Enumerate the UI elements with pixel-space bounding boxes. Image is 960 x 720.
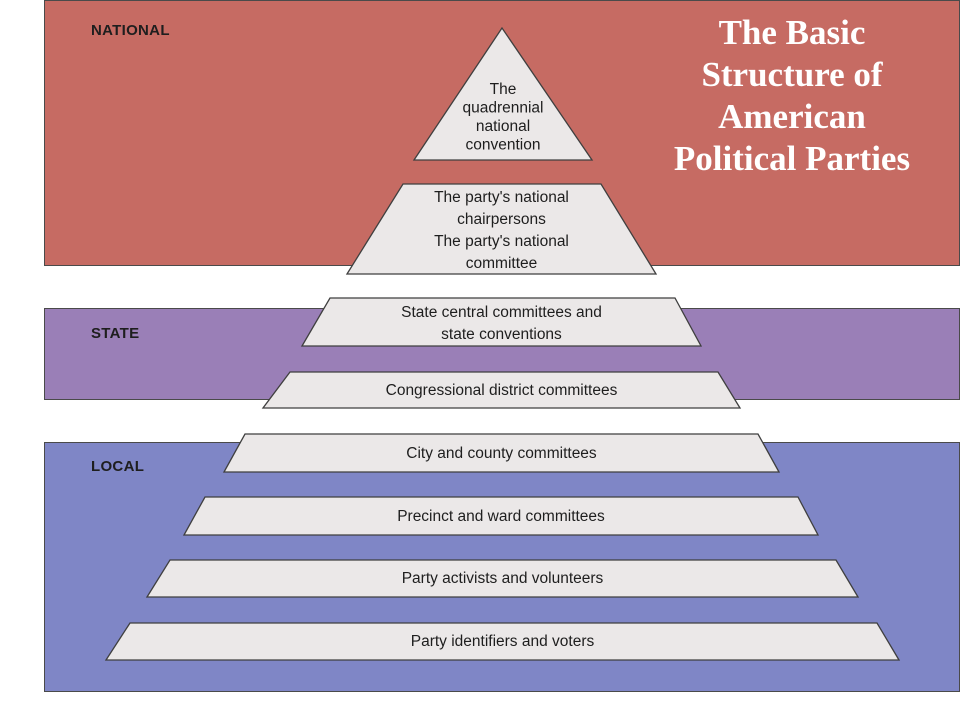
tier-precinct: Precinct and ward committees	[182, 496, 820, 536]
local-level-label: LOCAL	[91, 458, 145, 475]
tier-congressional-shape	[261, 371, 742, 409]
tier-national-leadership-label-line: The party's national	[434, 233, 569, 250]
tier-identifiers: Party identifiers and voters	[104, 622, 901, 661]
tier-identifiers-shape	[104, 622, 901, 661]
tier-congressional: Congressional district committees	[261, 371, 742, 409]
tier-identifiers-label-line: Party identifiers and voters	[411, 633, 595, 650]
tier-national-leadership-label-line: committee	[466, 255, 538, 272]
tier-activists-shape	[145, 559, 860, 598]
tier-convention-label-line: convention	[466, 137, 541, 154]
tier-precinct-label-line: Precinct and ward committees	[397, 508, 605, 525]
tier-state-central-shape	[300, 297, 703, 347]
tier-convention-label-line: quadrennial	[462, 100, 543, 117]
tier-state-central: State central committees and state conven…	[300, 297, 703, 347]
tier-convention-label-line: The	[490, 81, 517, 98]
tier-precinct-shape	[182, 496, 820, 536]
tier-convention-shape	[412, 26, 594, 161]
tier-city-county-shape	[222, 433, 781, 473]
tier-activists-label-line: Party activists and volunteers	[402, 570, 604, 587]
tier-city-county-label-line: City and county committees	[406, 445, 597, 462]
tier-national-leadership-label-line: The party's national	[434, 189, 569, 206]
tier-state-central-label-line: State central committees and	[401, 304, 602, 321]
tier-national-leadership-shape	[345, 183, 658, 275]
tier-activists: Party activists and volunteers	[145, 559, 860, 598]
state-level-label: STATE	[91, 325, 140, 342]
tier-national-leadership-label-line: chairpersons	[457, 211, 546, 228]
tier-congressional-label-line: Congressional district committees	[386, 382, 618, 399]
national-level-label: NATIONAL	[91, 22, 170, 39]
tier-convention-label-line: national	[476, 118, 530, 135]
tier-city-county: City and county committees	[222, 433, 781, 473]
diagram-title: The Basic Structure of American Politica…	[673, 13, 911, 178]
tier-state-central-label-line: state conventions	[441, 326, 562, 343]
